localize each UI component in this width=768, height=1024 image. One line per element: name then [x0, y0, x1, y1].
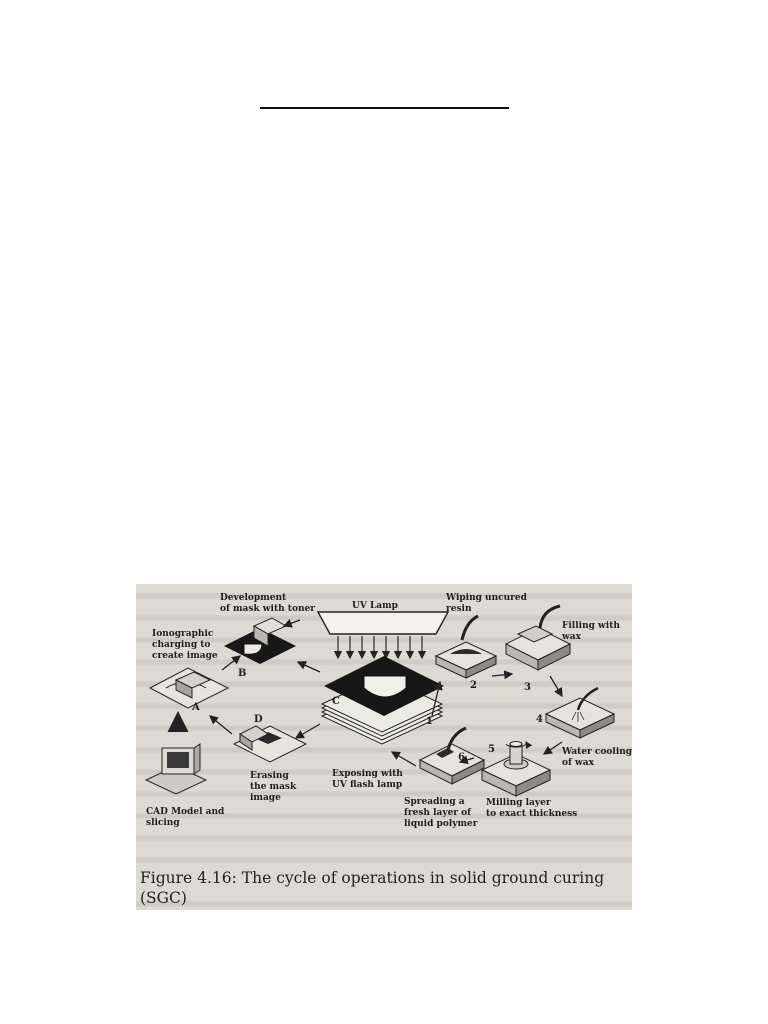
label-spreading-2: fresh layer of [404, 808, 472, 818]
label-ionographic: Ionographic [152, 629, 214, 639]
milling-icon [480, 741, 552, 797]
marker-3: 3 [524, 682, 531, 693]
marker-a: A [191, 702, 200, 713]
horizontal-rule [260, 107, 509, 109]
marker-2: 2 [470, 680, 477, 691]
water-cooling-icon [544, 686, 616, 739]
label-milling: Milling layer [486, 798, 551, 808]
figure-caption: Figure 4.16: The cycle of operations in … [140, 869, 605, 907]
spreading-polymer-icon [418, 726, 486, 785]
label-uv-lamp: UV Lamp [352, 601, 398, 611]
label-development: Development [220, 593, 287, 603]
label-development-2: of mask with toner [220, 604, 315, 614]
label-erasing-2: the mask [250, 782, 297, 792]
marker-d: D [254, 714, 263, 725]
ionographic-charging-icon [148, 667, 230, 709]
label-erasing: Erasing [250, 771, 289, 781]
label-cad: CAD Model and [146, 807, 225, 817]
marker-6: 6 [458, 752, 465, 763]
marker-c: C [332, 696, 340, 707]
label-exposing: Exposing with [332, 769, 403, 779]
marker-1: 1 [426, 716, 433, 727]
uv-lamp-icon [316, 611, 450, 660]
label-exposing-2: UV flash lamp [332, 780, 402, 790]
label-water-cooling: Water cooling [561, 747, 632, 757]
label-erasing-3: image [250, 793, 281, 803]
mask-with-toner-icon [224, 617, 296, 664]
label-spreading: Spreading a [404, 797, 465, 807]
marker-5: 5 [488, 744, 495, 755]
label-milling-2: to exact thickness [486, 809, 577, 819]
marker-b: B [238, 668, 246, 679]
label-ionographic-3: create image [152, 651, 218, 661]
label-filling-2: wax [561, 632, 582, 642]
diagram-labels: Development of mask with toner UV Lamp W… [146, 593, 632, 829]
cad-computer-icon [144, 743, 208, 795]
label-wiping: Wiping uncured [445, 593, 528, 603]
filling-wax-icon [504, 604, 572, 671]
figure-photo: Development of mask with toner UV Lamp W… [136, 584, 632, 910]
wiping-resin-icon [434, 614, 498, 679]
marker-4: 4 [536, 714, 543, 725]
label-water-cooling-2: of wax [562, 758, 595, 768]
sgc-cycle-diagram: Development of mask with toner UV Lamp W… [144, 593, 632, 829]
label-cad-2: slicing [146, 818, 180, 828]
erasing-mask-icon [232, 725, 308, 763]
label-filling: Filling with [562, 621, 620, 631]
cycle-arrows [167, 619, 563, 767]
label-spreading-3: liquid polymer [404, 819, 478, 829]
exposure-stack-icon [320, 656, 444, 745]
label-wiping-2: resin [446, 604, 472, 614]
label-ionographic-2: charging to [152, 640, 210, 650]
